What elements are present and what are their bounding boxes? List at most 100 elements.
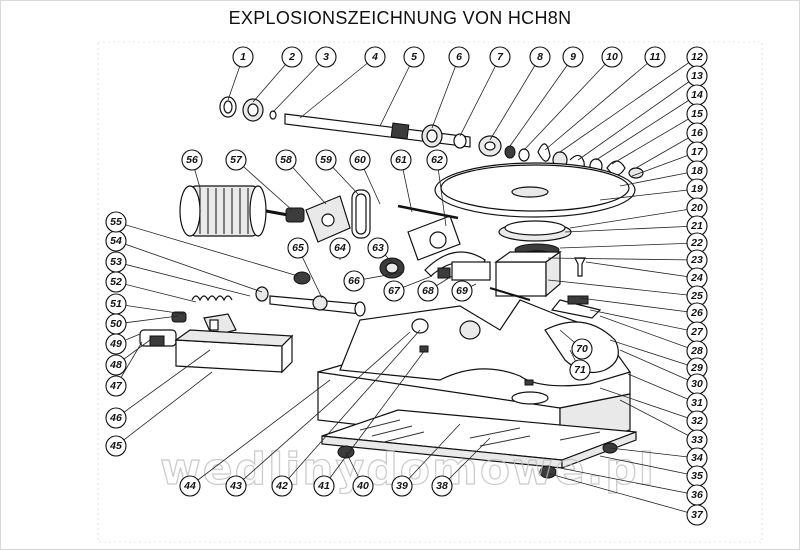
callout-3: 3 — [272, 46, 337, 113]
leader-line-29 — [609, 339, 698, 369]
callout-number-21: 21 — [690, 220, 703, 232]
callout-number-17: 17 — [691, 146, 704, 158]
callout-number-48: 48 — [109, 359, 122, 371]
callout-number-36: 36 — [691, 489, 703, 501]
callout-circle-5 — [403, 46, 425, 68]
leader-line-27 — [589, 309, 698, 333]
callout-number-35: 35 — [691, 470, 703, 482]
callout-circle-64 — [329, 237, 351, 259]
callout-49: 49 — [105, 333, 141, 355]
leader-line-54 — [115, 240, 263, 293]
callout-15: 15 — [611, 103, 708, 165]
callout-circle-69 — [451, 280, 473, 302]
callout-circle-43 — [225, 475, 247, 497]
callout-29: 29 — [609, 339, 708, 379]
callout-38: 38 — [431, 437, 491, 497]
callout-51: 51 — [105, 293, 185, 315]
callout-45: 45 — [105, 371, 213, 457]
callout-number-58: 58 — [280, 154, 292, 166]
callout-66: 66 — [343, 270, 405, 292]
callout-67: 67 — [383, 275, 433, 302]
callout-53: 53 — [105, 251, 251, 297]
callout-number-43: 43 — [229, 480, 242, 492]
leader-line-25 — [547, 279, 698, 297]
callout-circle-38 — [431, 475, 453, 497]
callout-4: 4 — [299, 46, 386, 119]
leader-line-44 — [189, 379, 331, 487]
leader-line-3 — [272, 56, 327, 113]
callout-58: 58 — [275, 149, 327, 205]
callout-number-18: 18 — [691, 165, 703, 177]
leader-line-39 — [401, 423, 461, 487]
callout-number-59: 59 — [320, 154, 332, 166]
callout-circle-63 — [367, 237, 389, 259]
callout-circle-39 — [391, 475, 413, 497]
callout-number-27: 27 — [690, 326, 704, 338]
callout-number-24: 24 — [690, 272, 703, 284]
callout-number-29: 29 — [690, 362, 703, 374]
callout-18: 18 — [619, 160, 708, 187]
callout-number-53: 53 — [110, 256, 122, 268]
callout-number-54: 54 — [110, 235, 122, 247]
leader-line-28 — [599, 315, 698, 352]
leader-line-24 — [585, 261, 698, 279]
callout-59: 59 — [315, 149, 359, 195]
callout-16: 16 — [635, 122, 708, 169]
callout-71: 71 — [569, 349, 591, 381]
callout-circle-45 — [105, 435, 127, 457]
callout-28: 28 — [599, 315, 708, 362]
callout-11: 11 — [544, 46, 666, 151]
callout-number-41: 41 — [317, 480, 330, 492]
callout-circle-46 — [105, 407, 127, 429]
callout-37: 37 — [549, 473, 708, 526]
callout-54: 54 — [105, 230, 263, 293]
callout-number-3: 3 — [323, 51, 329, 63]
callout-30: 30 — [619, 349, 708, 395]
callout-number-64: 64 — [334, 242, 346, 254]
leader-line-43 — [235, 331, 411, 487]
leader-line-41 — [323, 349, 426, 487]
callout-36: 36 — [559, 467, 708, 506]
callout-24: 24 — [585, 261, 708, 289]
callout-circle-59 — [315, 149, 337, 171]
callout-number-68: 68 — [422, 285, 434, 297]
callout-23: 23 — [547, 249, 708, 271]
callout-circle-2 — [281, 46, 303, 68]
callout-number-60: 60 — [354, 154, 366, 166]
callout-47: 47 — [105, 341, 143, 397]
leader-line-52 — [115, 281, 197, 303]
leader-line-6 — [431, 56, 460, 129]
leader-line-8 — [489, 56, 541, 141]
callout-circle-61 — [390, 149, 412, 171]
lower-shaft-assembly — [139, 271, 366, 374]
leader-line-42 — [281, 329, 421, 487]
callout-number-62: 62 — [431, 154, 443, 166]
callout-number-14: 14 — [691, 89, 703, 101]
callout-circle-9 — [562, 46, 584, 68]
callout-circle-60 — [349, 149, 371, 171]
leader-line-20 — [569, 207, 698, 229]
callout-number-12: 12 — [691, 51, 703, 63]
leader-line-14 — [595, 94, 698, 161]
callout-number-34: 34 — [691, 452, 703, 464]
callout-62: 62 — [426, 149, 448, 227]
callout-circle-6 — [448, 46, 470, 68]
callout-number-4: 4 — [371, 51, 378, 63]
leader-line-51 — [115, 303, 185, 315]
leader-line-45 — [115, 371, 213, 447]
callout-circle-42 — [271, 475, 293, 497]
callout-number-20: 20 — [690, 202, 703, 214]
callout-8: 8 — [489, 46, 551, 141]
callout-number-40: 40 — [356, 480, 369, 492]
callout-number-10: 10 — [606, 51, 618, 63]
callout-57: 57 — [225, 149, 293, 211]
callout-circle-68 — [417, 280, 439, 302]
leader-line-23 — [547, 257, 698, 261]
callout-12: 12 — [559, 46, 708, 153]
callout-number-30: 30 — [691, 378, 703, 390]
callout-number-45: 45 — [109, 440, 122, 452]
callout-number-7: 7 — [497, 51, 504, 63]
callout-circle-10 — [601, 46, 623, 68]
